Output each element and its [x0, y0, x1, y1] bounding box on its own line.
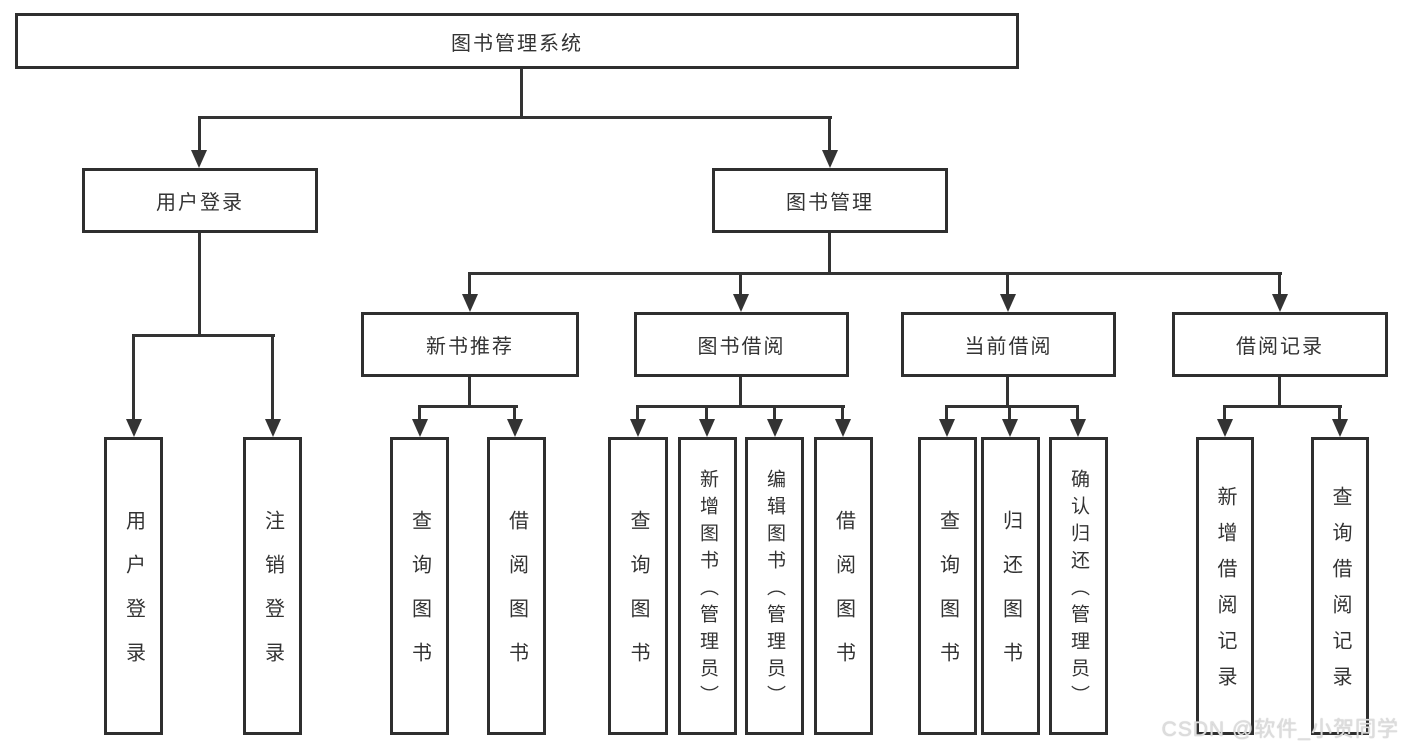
- leaf-query-books-recommend: 查询图书: [390, 437, 449, 735]
- connector-line: [1223, 405, 1342, 408]
- connector-line: [132, 334, 135, 421]
- leaf-user-login: 用户登录: [104, 437, 163, 735]
- node-label: 确认归还（管理员）: [1068, 468, 1089, 712]
- node-label: 新书推荐: [426, 336, 514, 358]
- node-book-management: 图书管理: [712, 168, 948, 233]
- node-label: 图书借阅: [697, 336, 786, 358]
- leaf-add-borrow-record: 新增借阅记录: [1196, 437, 1254, 735]
- connector-line: [1223, 405, 1226, 421]
- connector-line: [945, 405, 948, 421]
- connector-line: [945, 405, 1079, 408]
- node-label: 图书管理: [786, 192, 874, 214]
- leaf-add-books-admin: 新增图书（管理员）: [678, 437, 737, 735]
- connector-arrowhead: [822, 150, 838, 168]
- node-label: 编辑图书（管理员）: [764, 468, 785, 712]
- leaf-edit-books-admin: 编辑图书（管理员）: [745, 437, 804, 735]
- connector-arrowhead: [412, 419, 428, 437]
- connector-line: [1076, 405, 1079, 421]
- connector-arrowhead: [835, 419, 851, 437]
- connector-line: [1278, 377, 1281, 408]
- connector-arrowhead: [630, 419, 646, 437]
- connector-arrowhead: [1000, 294, 1016, 312]
- connector-line: [1278, 272, 1281, 296]
- connector-line: [773, 405, 776, 421]
- connector-line: [418, 405, 518, 408]
- node-label: 借阅记录: [1236, 336, 1324, 358]
- node-label: 借阅图书: [505, 510, 528, 686]
- connector-line: [841, 405, 844, 421]
- node-borrow-records: 借阅记录: [1172, 312, 1388, 377]
- connector-line: [198, 233, 201, 336]
- node-library-system: 图书管理系统: [15, 13, 1019, 69]
- node-new-book-recommend: 新书推荐: [361, 312, 579, 377]
- connector-arrowhead: [1217, 419, 1233, 437]
- leaf-query-borrow-record: 查询借阅记录: [1311, 437, 1369, 735]
- node-label: 用户登录: [156, 192, 244, 214]
- connector-line: [739, 377, 742, 408]
- connector-arrowhead: [191, 150, 207, 168]
- leaf-query-books-borrow: 查询图书: [608, 437, 668, 735]
- node-label: 借阅图书: [832, 510, 855, 686]
- connector-line: [418, 405, 421, 421]
- leaf-query-books-current: 查询图书: [918, 437, 977, 735]
- leaf-borrow-books: 借阅图书: [814, 437, 873, 735]
- connector-arrowhead: [265, 419, 281, 437]
- connector-arrowhead: [126, 419, 142, 437]
- node-label: 新增借阅记录: [1214, 486, 1236, 702]
- connector-arrowhead: [939, 419, 955, 437]
- connector-arrowhead: [462, 294, 478, 312]
- connector-arrowhead: [1332, 419, 1348, 437]
- node-label: 查询图书: [408, 510, 431, 686]
- node-label: 注销登录: [261, 510, 284, 686]
- node-user-login: 用户登录: [82, 168, 318, 233]
- connector-line: [705, 405, 708, 421]
- connector-arrowhead: [507, 419, 523, 437]
- connector-line: [513, 405, 516, 421]
- node-label: 用户登录: [122, 510, 145, 686]
- connector-line: [198, 116, 201, 152]
- connector-line: [198, 116, 832, 119]
- connector-arrowhead: [699, 419, 715, 437]
- connector-line: [828, 233, 831, 274]
- connector-line: [1006, 272, 1009, 296]
- node-label: 查询图书: [936, 510, 959, 686]
- node-label: 图书管理系统: [451, 32, 583, 55]
- connector-line: [520, 69, 523, 118]
- node-label: 新增图书（管理员）: [697, 468, 718, 712]
- leaf-borrow-books-recommend: 借阅图书: [487, 437, 546, 735]
- connector-line: [636, 405, 845, 408]
- csdn-watermark: CSDN @软件_小贺同学: [1161, 718, 1399, 741]
- leaf-logout: 注销登录: [243, 437, 302, 735]
- connector-line: [271, 334, 274, 421]
- connector-line: [1008, 405, 1011, 421]
- connector-arrowhead: [733, 294, 749, 312]
- node-label: 当前借阅: [964, 336, 1053, 358]
- node-label: 查询图书: [627, 510, 649, 686]
- leaf-return-books: 归还图书: [981, 437, 1040, 735]
- connector-line: [828, 116, 831, 152]
- node-book-borrow: 图书借阅: [634, 312, 849, 377]
- connector-line: [468, 377, 471, 408]
- node-label: 归还图书: [999, 510, 1022, 686]
- leaf-confirm-return-admin: 确认归还（管理员）: [1049, 437, 1108, 735]
- connector-line: [132, 334, 275, 337]
- connector-line: [468, 272, 471, 296]
- node-current-borrow: 当前借阅: [901, 312, 1116, 377]
- connector-arrowhead: [1070, 419, 1086, 437]
- connector-line: [468, 272, 1282, 275]
- connector-line: [1338, 405, 1341, 421]
- connector-arrowhead: [1272, 294, 1288, 312]
- connector-line: [739, 272, 742, 296]
- connector-arrowhead: [1002, 419, 1018, 437]
- node-label: 查询借阅记录: [1329, 486, 1351, 702]
- connector-line: [1006, 377, 1009, 408]
- connector-line: [636, 405, 639, 421]
- connector-arrowhead: [767, 419, 783, 437]
